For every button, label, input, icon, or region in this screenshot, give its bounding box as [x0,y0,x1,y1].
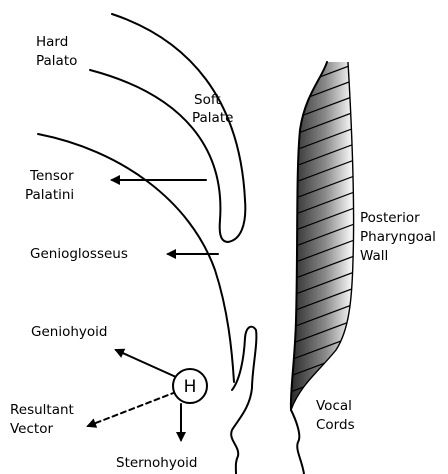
posterior-pharyngeal-wall-label-line3: Wall [360,248,388,264]
resultant-vector-arrow [88,392,176,426]
epiglottis-outline [231,327,256,474]
posterior-pharyngeal-wall-label-line1: Posterior [360,210,420,226]
hard-palate-label-line2: Palato [36,53,77,69]
palate-curve [90,14,245,242]
geniohyoid-label: Geniohyoid [31,324,107,340]
soft-palate-label-line1: Soft [194,92,221,108]
vocal-cords-line [291,410,304,474]
posterior-pharyngeal-wall-label-line2: Pharyngoal [360,229,436,245]
hyoid-label: H [184,377,197,397]
resultant-vector-label-line2: Vector [10,421,53,437]
pharyngeal-wall [285,28,365,442]
tensor-palatini-label-line1: Tensor [29,168,74,184]
vocal-cords-label-line1: Vocal [316,398,352,414]
genioglosseus-label: Genioglosseus [30,246,128,262]
resultant-vector-label-line1: Resultant [10,402,74,418]
hard-palate-label-line1: Hard [36,34,68,50]
geniohyoid-arrow [116,350,176,377]
sternohyoid-label: Sternohyoid [116,455,197,471]
soft-palate-label-line2: Palate [192,110,233,126]
vocal-cords-label-line2: Cords [316,417,355,433]
hatch-line [285,28,365,58]
tensor-palatini-label-line2: Palatini [25,187,74,203]
